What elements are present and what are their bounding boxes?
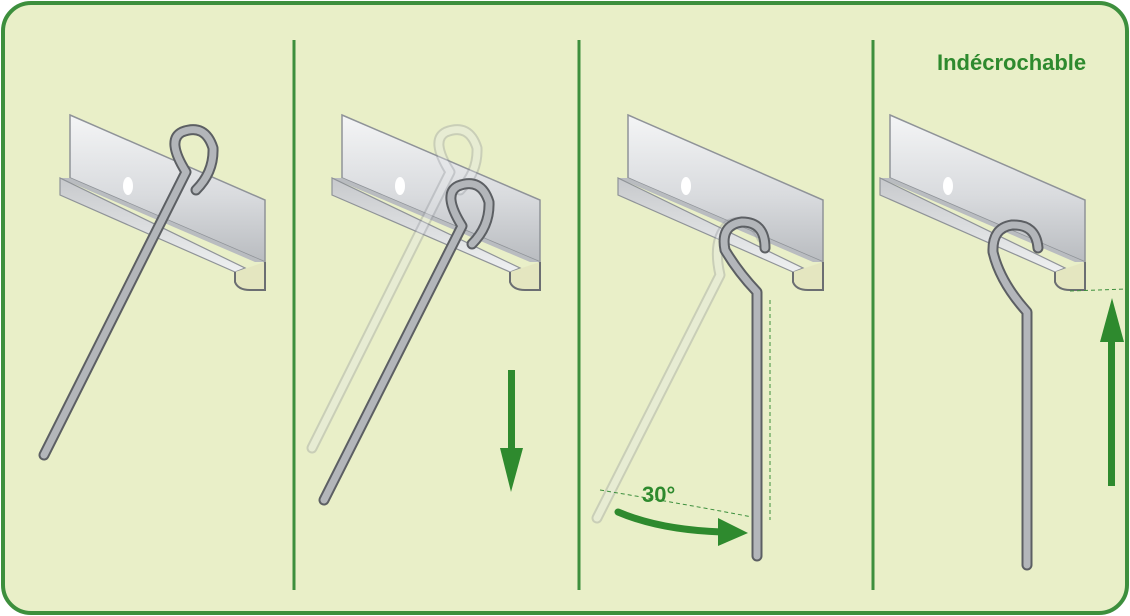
hook-icon: [718, 216, 771, 562]
rail: [617, 113, 824, 291]
up-arrow-icon: [1100, 298, 1124, 486]
hook-icon: [987, 219, 1044, 571]
title: Indécrochable: [937, 50, 1086, 75]
angle-arc: [599, 489, 753, 518]
panel-4: Indécrochable: [879, 50, 1129, 571]
panel-1: [38, 113, 266, 461]
guide-line: [1069, 288, 1129, 292]
down-arrow-icon: [500, 370, 523, 492]
curved-arrow-icon: [614, 508, 748, 546]
hook-icon: [38, 124, 219, 461]
hook-icon: [318, 178, 495, 506]
panel-2: [306, 113, 541, 506]
angle-label: 30°: [642, 482, 675, 507]
hook-ghost-icon: [306, 124, 483, 454]
panel-3: 30°: [591, 113, 824, 562]
